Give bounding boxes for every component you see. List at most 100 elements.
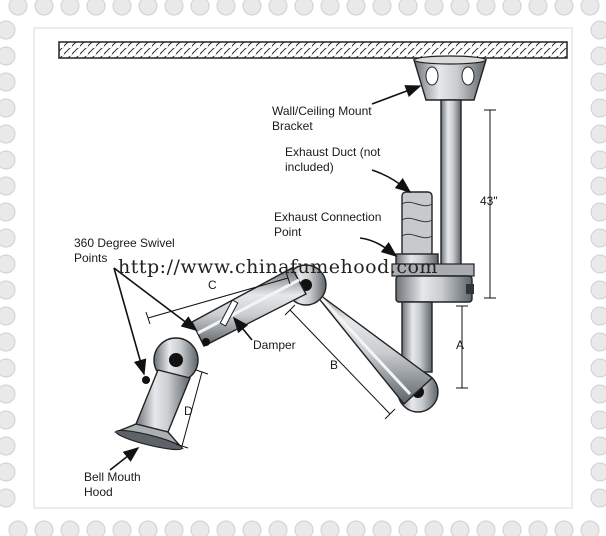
stamp-scallop (216, 0, 236, 16)
stamp-scallop (8, 0, 28, 16)
stamp-scallop (0, 436, 16, 456)
stamp-scallop (590, 332, 606, 352)
stamp-scallop (190, 0, 210, 16)
stamp-scallop (450, 520, 470, 536)
stamp-scallop (242, 0, 262, 16)
stamp-scallop (86, 0, 106, 16)
stamp-scallop (0, 98, 16, 118)
stamp-scallop (0, 176, 16, 196)
stamp-scallop (0, 254, 16, 274)
stamp-scallop (372, 0, 392, 16)
stamp-scallop (590, 462, 606, 482)
arm-segment-c (191, 267, 307, 347)
label-bell-mouth-line-1: Bell Mouth (84, 470, 141, 484)
stamp-scallop (0, 384, 16, 404)
stamp-scallop (580, 520, 600, 536)
stamp-scallop (0, 150, 16, 170)
stamp-scallop (590, 72, 606, 92)
dimension-d-label: D (184, 404, 193, 418)
stamp-scallop (34, 0, 54, 16)
stamp-scallop (60, 520, 80, 536)
stamp-scallop (0, 46, 16, 66)
stamp-scallop (0, 332, 16, 352)
stamp-scallop (268, 0, 288, 16)
stamp-scallop (164, 0, 184, 16)
dimension-b-label: B (330, 358, 339, 372)
stamp-scallop (450, 0, 470, 16)
label-swivel-points-line-2: Points (74, 251, 108, 265)
stamp-scallop (398, 520, 418, 536)
stamp-scallop (86, 520, 106, 536)
stamp-scallop (590, 384, 606, 404)
label-swivel-points: 360 Degree Swivel Points (74, 236, 175, 266)
stamp-scallop (8, 520, 28, 536)
vertical-support-pipe (440, 99, 462, 269)
dimension-c-label: C (208, 278, 217, 292)
stamp-scallop (590, 98, 606, 118)
stamp-scallop (590, 124, 606, 144)
stamp-scallop (190, 520, 210, 536)
stamp-scallop (590, 436, 606, 456)
stamp-scallop (346, 520, 366, 536)
label-exhaust-connection-line-2: Point (274, 225, 302, 239)
stamp-scallop (590, 228, 606, 248)
central-housing (391, 263, 475, 303)
stamp-scallop (554, 520, 574, 536)
stamp-scallop (0, 124, 16, 144)
stamp-scallop (294, 0, 314, 16)
stamp-scallop (580, 0, 600, 16)
stamp-scallop (590, 306, 606, 326)
stamp-scallop (590, 20, 606, 40)
stamp-scallop (590, 410, 606, 430)
stamp-scallop (320, 0, 340, 16)
stamp-scallop (0, 306, 16, 326)
exhaust-duct (395, 191, 439, 267)
stamp-scallop (0, 202, 16, 222)
label-bell-mouth-hood: Bell Mouth Hood (84, 470, 141, 500)
stamp-scallop (590, 488, 606, 508)
stamp-scallop (346, 0, 366, 16)
stamp-scallop (0, 72, 16, 92)
stamp-scallop (34, 520, 54, 536)
label-bell-mouth-line-2: Hood (84, 485, 113, 499)
stamp-scallop (372, 520, 392, 536)
stamp-scallop (0, 228, 16, 248)
stamp-scallop (476, 520, 496, 536)
stamp-scallop (320, 520, 340, 536)
stamp-scallop (528, 520, 548, 536)
stamp-scallop (112, 0, 132, 16)
stamp-scallop (268, 520, 288, 536)
stamp-scallop (138, 0, 158, 16)
ceiling (58, 41, 568, 59)
stamp-scallop (590, 176, 606, 196)
stamp-scallop (590, 280, 606, 300)
stamp-scallop (294, 520, 314, 536)
label-swivel-points-line-1: 360 Degree Swivel (74, 236, 175, 250)
watermark-url: http://www.chinafumehood.com (118, 256, 438, 278)
bell-mouth-hood (113, 423, 184, 451)
stamp-scallop (0, 410, 16, 430)
stamp-scallop (476, 0, 496, 16)
stamp-scallop (216, 520, 236, 536)
stamp-scallop (242, 520, 262, 536)
stamp-scallop (502, 0, 522, 16)
stamp-scallop (60, 0, 80, 16)
stamp-scallop (590, 358, 606, 378)
stamp-scallop (0, 462, 16, 482)
label-exhaust-connection-line-1: Exhaust Connection (274, 210, 382, 224)
label-exhaust-duct: Exhaust Duct (not included) (285, 145, 380, 175)
stamp-scallop (590, 150, 606, 170)
stamp-scallop (0, 20, 16, 40)
stamp-scallop (528, 0, 548, 16)
stamp-scallop (138, 520, 158, 536)
stamp-scallop (424, 520, 444, 536)
label-exhaust-duct-line-1: Exhaust Duct (not (285, 145, 381, 159)
stamp-scallop (554, 0, 574, 16)
stamp-scallop (502, 520, 522, 536)
stamp-scallop (0, 488, 16, 508)
stamp-scallop (0, 358, 16, 378)
dimension-a-label: A (456, 338, 465, 352)
